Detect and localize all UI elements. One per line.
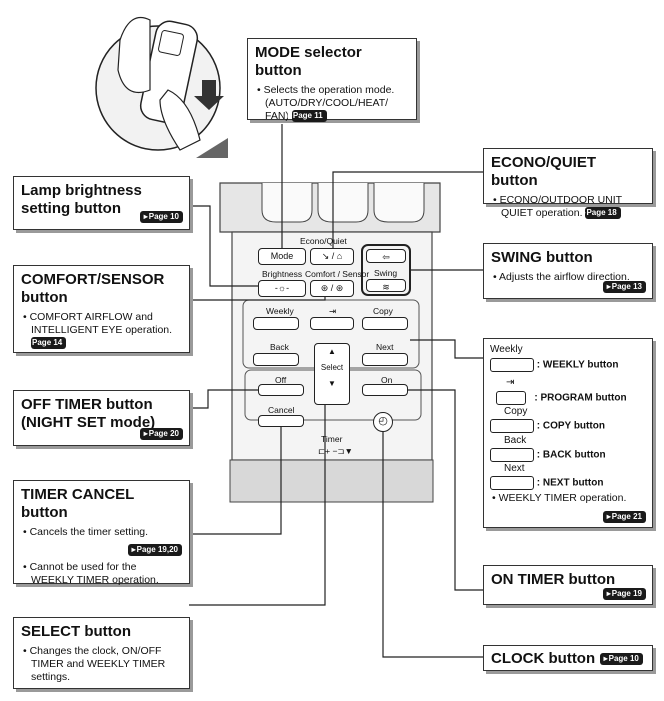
off-timer-title-2: (NIGHT SET mode) <box>21 414 156 431</box>
mode-title: MODE selector button <box>255 44 362 79</box>
econo-quiet-label: Econo/Quiet <box>300 236 347 246</box>
weekly-label: Weekly <box>490 344 523 355</box>
timer-cancel-title-1: TIMER CANCEL <box>21 486 135 503</box>
back-key-icon <box>490 448 534 462</box>
battery-icon: ⊏+ −⊐▼ <box>318 446 353 456</box>
on-timer-title: ON TIMER button <box>491 571 616 588</box>
swing-title: SWING button <box>491 249 593 266</box>
on-timer-callout: ON TIMER button Page 19 <box>483 565 653 605</box>
lamp-title-2: setting button <box>21 200 121 217</box>
copy-button[interactable] <box>362 317 408 330</box>
timer-label-remote: Timer <box>321 434 343 444</box>
select-bullet: Changes the clock, ON/OFF TIMER and WEEK… <box>21 645 182 684</box>
copy-label-remote: Copy <box>373 306 393 316</box>
program-btn-text: : PROGRAM button <box>534 392 627 404</box>
econo-title: ECONO/QUIET button <box>491 154 597 189</box>
brightness-label: Brightness <box>262 269 303 279</box>
on-timer-button[interactable] <box>362 384 408 396</box>
comfort-sensor-callout: COMFORT/SENSOR button COMFORT AIRFLOW an… <box>13 265 190 353</box>
mode-page: Page 11 <box>291 110 327 123</box>
mode-callout: MODE selector button Selects the operati… <box>247 38 417 123</box>
off-timer-title-1: OFF TIMER button <box>21 396 153 413</box>
comfort-sensor-button[interactable]: ⊛ / ⊛ <box>310 280 354 297</box>
timer-cancel-page: Page 19,20 <box>127 543 182 556</box>
next-label: Next <box>504 463 525 474</box>
timer-cancel-button[interactable] <box>258 415 304 427</box>
back-label-remote: Back <box>270 342 289 352</box>
back-btn-text: : BACK button <box>536 449 606 461</box>
back-button[interactable] <box>253 353 299 366</box>
hand-illustration <box>95 16 228 158</box>
weekly-key-icon <box>490 358 534 372</box>
comfort-title-2: button <box>21 289 68 306</box>
back-label: Back <box>504 435 527 446</box>
clock-button[interactable]: ◴ <box>373 412 393 432</box>
comfort-title-1: COMFORT/SENSOR <box>21 271 165 288</box>
next-key-icon <box>490 476 534 490</box>
swing-page: Page 13 <box>602 281 646 293</box>
weekly-button[interactable] <box>253 317 299 330</box>
timer-cancel-callout: TIMER CANCEL button Cancels the timer se… <box>13 480 190 587</box>
program-key-icon <box>496 391 526 405</box>
copy-label: Copy <box>504 406 528 417</box>
mode-button[interactable]: Mode <box>258 248 306 265</box>
swing-bullet: Adjusts the airflow direction. <box>491 271 645 284</box>
lamp-page: Page 10 <box>139 211 183 223</box>
econo-quiet-callout: ECONO/QUIET button ECONO/OUTDOOR UNIT QU… <box>483 148 653 220</box>
on-label-remote: On <box>381 375 393 385</box>
mode-bullet: Selects the operation mode. (AUTO/DRY/CO… <box>263 84 395 122</box>
next-label-remote: Next <box>376 342 394 352</box>
timer-cancel-bullet-1: Cancels the timer setting. <box>21 526 182 539</box>
comfort-page: Page 14 <box>31 337 67 350</box>
off-timer-button[interactable] <box>258 384 304 396</box>
next-button[interactable] <box>362 353 408 366</box>
clock-title: CLOCK button <box>491 650 596 667</box>
lamp-brightness-callout: Lamp brightness setting button Page 10 <box>13 176 190 230</box>
econo-page: Page 18 <box>585 207 621 220</box>
off-timer-callout: OFF TIMER button (NIGHT SET mode) Page 2… <box>13 390 190 446</box>
comfort-bullet: COMFORT AIRFLOW and INTELLIGENT EYE oper… <box>29 311 173 336</box>
program-key-symbol: ⇥ <box>506 377 515 388</box>
clock-callout: CLOCK button Page 10 <box>483 645 653 671</box>
off-timer-page: Page 20 <box>139 428 183 440</box>
weekly-page: Page 21 <box>602 511 646 523</box>
weekly-btn-text: : WEEKLY button <box>536 359 619 371</box>
connector-lines <box>189 124 483 658</box>
select-label: Select <box>320 363 344 372</box>
on-timer-page: Page 19 <box>602 588 646 600</box>
off-label-remote: Off <box>275 375 287 385</box>
brightness-button[interactable]: -☼- <box>258 280 306 297</box>
timer-cancel-title-2: button <box>21 504 68 521</box>
weekly-callout: Weekly : WEEKLY button ⇥ : PROGRAM butto… <box>483 338 653 528</box>
timer-cancel-bullet-2: Cannot be used for the WEEKLY TIMER oper… <box>21 561 182 587</box>
swing-button[interactable]: ≋ <box>366 279 406 292</box>
program-icon: ⇥ <box>329 306 337 316</box>
copy-btn-text: : COPY button <box>536 420 605 432</box>
weekly-bullet: WEEKLY TIMER operation. <box>490 492 627 505</box>
remote-body <box>219 182 441 503</box>
swing-icon[interactable]: ⇦ <box>366 249 406 263</box>
swing-callout: SWING button Adjusts the airflow directi… <box>483 243 653 299</box>
swing-label: Swing <box>374 268 398 278</box>
comfort-sensor-label: Comfort / Sensor <box>305 269 370 279</box>
select-button[interactable]: ▲Select▼ <box>314 343 350 405</box>
next-btn-text: : NEXT button <box>536 477 604 489</box>
cancel-label-remote: Cancel <box>268 405 295 415</box>
econo-quiet-button[interactable]: ↘ / ⌂ <box>310 248 354 265</box>
select-callout: SELECT button Changes the clock, ON/OFF … <box>13 617 190 689</box>
clock-page: Page 10 <box>599 652 643 665</box>
copy-key-icon <box>490 419 534 433</box>
weekly-label-remote: Weekly <box>266 306 294 316</box>
select-title: SELECT button <box>21 623 131 640</box>
program-button[interactable] <box>310 317 354 330</box>
econo-bullet: ECONO/OUTDOOR UNIT QUIET operation. <box>499 194 622 219</box>
lamp-title-1: Lamp brightness <box>21 182 142 199</box>
